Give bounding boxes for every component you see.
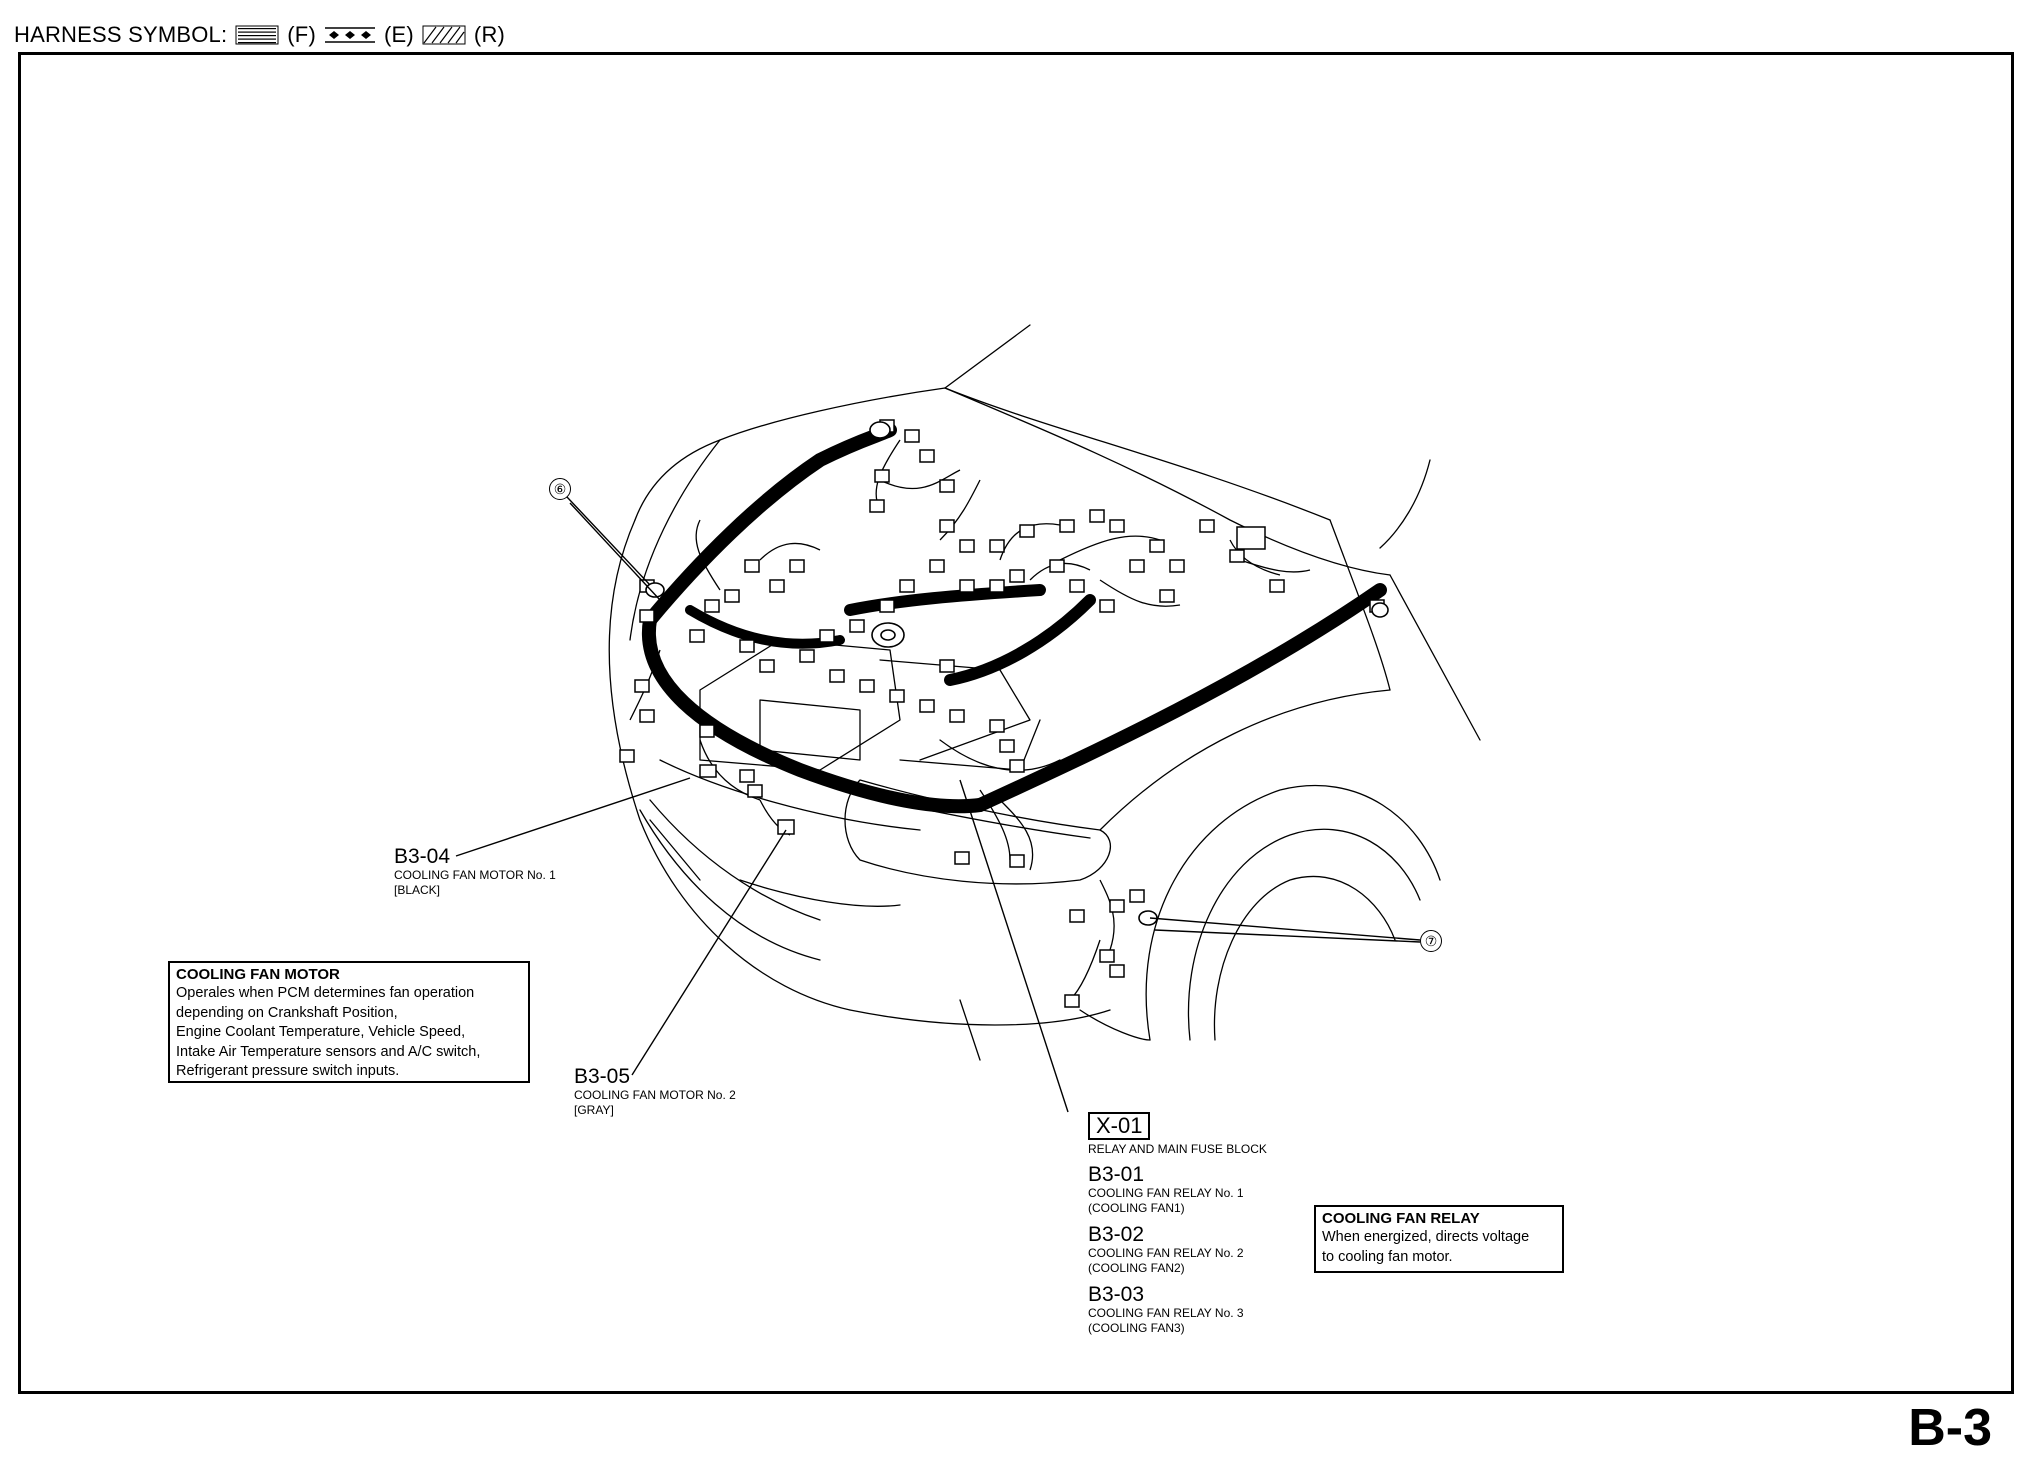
connector-desc: COOLING FAN RELAY No. 1 — [1088, 1186, 1244, 1200]
dotted-grid-symbol-icon — [235, 25, 279, 45]
connector-code: B3-02 — [1088, 1223, 1145, 1246]
connector-x-01: X-01 RELAY AND MAIN FUSE BLOCK — [1088, 1112, 1267, 1157]
legend-code-e: (E) — [383, 22, 414, 47]
cooling-fan-motor-box: COOLING FAN MOTOR Operales when PCM dete… — [168, 961, 530, 1083]
connector-sub: (COOLING FAN3) — [1088, 1321, 1185, 1335]
harness-symbol-legend: HARNESS SYMBOL: (F) (E) (R) — [14, 18, 505, 52]
box-line: Operales when PCM determines fan operati… — [176, 985, 475, 1001]
hatched-symbol-icon — [422, 25, 466, 45]
box-title: COOLING FAN MOTOR — [176, 966, 340, 983]
legend-code-f: (F) — [287, 22, 316, 47]
box-line: Refrigerant pressure switch inputs. — [176, 1063, 400, 1079]
connector-code: B3-05 — [574, 1065, 631, 1088]
connector-desc: RELAY AND MAIN FUSE BLOCK — [1088, 1142, 1267, 1156]
connector-code: X-01 — [1088, 1112, 1151, 1140]
box-line: When energized, directs voltage — [1322, 1229, 1530, 1245]
box-line: Engine Coolant Temperature, Vehicle Spee… — [176, 1024, 466, 1040]
connector-code: B3-03 — [1088, 1283, 1145, 1306]
connector-b3-03: B3-03 COOLING FAN RELAY No. 3 (COOLING F… — [1088, 1284, 1244, 1336]
connector-code: B3-04 — [394, 845, 451, 868]
connector-color: [BLACK] — [394, 883, 441, 897]
connector-desc: COOLING FAN RELAY No. 2 — [1088, 1246, 1244, 1260]
connector-sub: (COOLING FAN1) — [1088, 1201, 1185, 1215]
page-id: B-3 — [1908, 1399, 1992, 1457]
connector-color: [GRAY] — [574, 1103, 614, 1117]
legend-label: HARNESS SYMBOL: — [14, 22, 228, 47]
diamond-chain-symbol-icon — [324, 27, 375, 43]
marker-6: ⑥ — [549, 478, 571, 500]
connector-desc: COOLING FAN RELAY No. 3 — [1088, 1306, 1244, 1320]
diagram-frame — [18, 52, 2014, 1394]
box-title: COOLING FAN RELAY — [1322, 1210, 1480, 1227]
connector-desc: COOLING FAN MOTOR No. 2 — [574, 1088, 736, 1102]
box-line: depending on Crankshaft Position, — [176, 1004, 398, 1021]
connector-desc: COOLING FAN MOTOR No. 1 — [394, 868, 556, 882]
box-line: to cooling fan motor. — [1322, 1248, 1453, 1265]
box-line: Intake Air Temperature sensors and A/C s… — [176, 1043, 481, 1060]
connector-code: B3-01 — [1088, 1163, 1145, 1186]
connector-b3-04: B3-04 COOLING FAN MOTOR No. 1 [BLACK] — [394, 846, 556, 898]
marker-7: ⑦ — [1420, 930, 1442, 952]
connector-b3-01: B3-01 COOLING FAN RELAY No. 1 (COOLING F… — [1088, 1164, 1244, 1216]
connector-sub: (COOLING FAN2) — [1088, 1261, 1185, 1275]
legend-code-r: (R) — [473, 22, 506, 47]
connector-b3-02: B3-02 COOLING FAN RELAY No. 2 (COOLING F… — [1088, 1224, 1244, 1276]
connector-b3-05: B3-05 COOLING FAN MOTOR No. 2 [GRAY] — [574, 1066, 736, 1118]
cooling-fan-relay-box: COOLING FAN RELAY When energized, direct… — [1314, 1205, 1564, 1273]
